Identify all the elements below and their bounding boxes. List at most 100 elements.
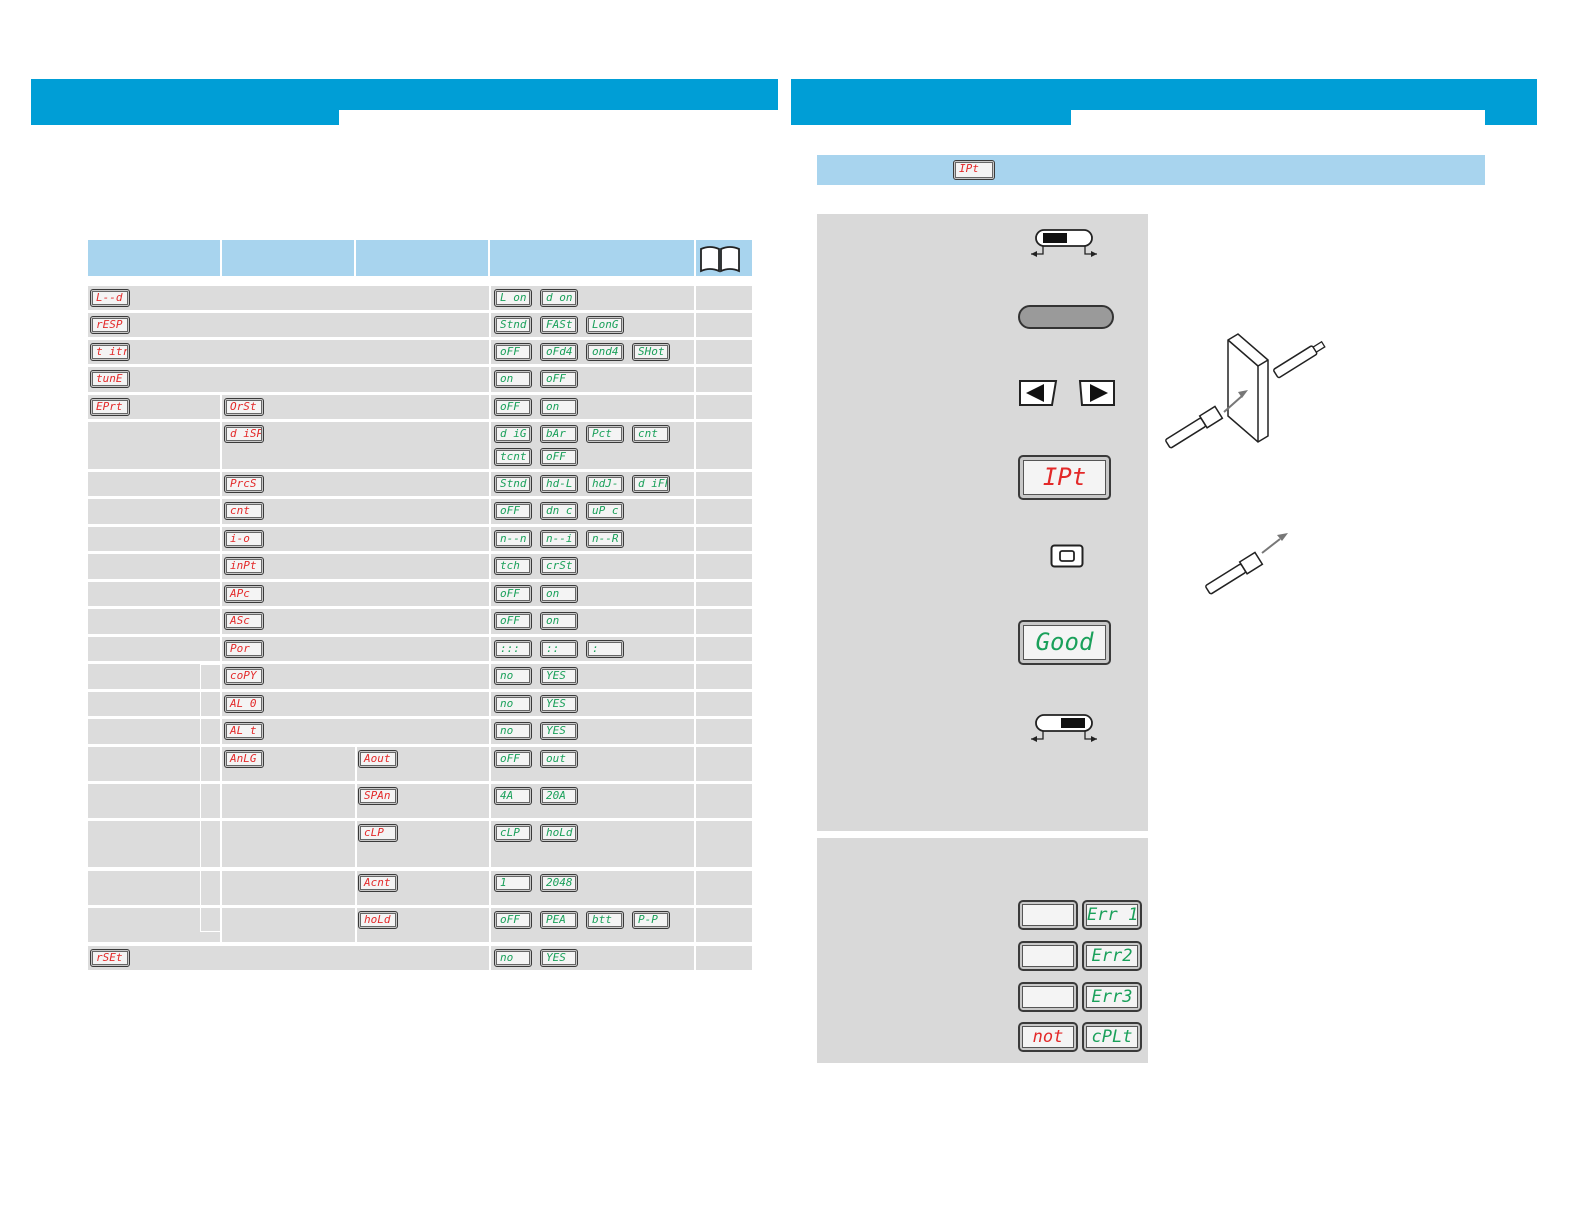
error-display-right-1: Err2	[1082, 941, 1142, 971]
menu-option-10-1-text: on	[542, 587, 576, 601]
menu-option-0-0: L on	[494, 289, 532, 307]
table-header-col-4	[490, 240, 694, 276]
table-header-col-1	[88, 240, 220, 276]
menu-code-2-text: t itr	[92, 345, 128, 359]
menu-sub2-20-text: hoLd	[360, 913, 396, 927]
menu-option-6-2-text: hdJ-	[588, 477, 622, 491]
status-pill-icon	[1018, 305, 1114, 329]
group-bracket	[200, 664, 201, 932]
menu-option-14-1-text: YES	[542, 697, 576, 711]
table-row	[88, 554, 752, 579]
menu-option-8-0: n--n	[494, 530, 532, 548]
menu-option-7-1-text: dn c	[542, 504, 576, 518]
column-divider	[355, 747, 357, 945]
menu-option-12-2-text: :	[588, 642, 622, 656]
menu-option-9-0: tch	[494, 557, 532, 575]
menu-option-2-1-text: oFd4	[542, 345, 576, 359]
menu-sub-15: AL t	[224, 722, 264, 740]
display-ipt-text: IPt	[1023, 460, 1106, 495]
menu-option-20-1-text: PEA	[542, 913, 576, 927]
menu-option-17-0: 4A	[494, 787, 532, 805]
menu-option-18-0-text: cLP	[496, 826, 530, 840]
menu-option-6-2: hdJ-	[586, 475, 624, 493]
menu-option-9-1: crSt	[540, 557, 578, 575]
menu-option-12-0: :::	[494, 640, 532, 658]
error-display-left-1-text	[1022, 945, 1074, 967]
menu-sub2-16: Aout	[358, 750, 398, 768]
section-title-tag: IPt	[953, 160, 995, 180]
section-title-tag-text: IPt	[955, 162, 993, 178]
menu-option-8-2-text: n--R	[588, 532, 622, 546]
menu-option-2-3: SHot	[632, 343, 670, 361]
menu-option-17-1: 20A	[540, 787, 578, 805]
menu-code-0: L--d	[90, 289, 130, 307]
menu-option-10-0-text: oFF	[496, 587, 530, 601]
menu-option-16-0: oFF	[494, 750, 532, 768]
menu-option-10-1: on	[540, 585, 578, 603]
menu-option-6-3-text: d iFF	[634, 477, 668, 491]
menu-option-8-1-text: n--i	[542, 532, 576, 546]
menu-option-4-1: on	[540, 398, 578, 416]
menu-option-6-0: Stnd	[494, 475, 532, 493]
sensor-target-illustration	[1165, 333, 1326, 449]
table-row	[88, 692, 752, 716]
menu-option-12-2: :	[586, 640, 624, 658]
menu-sub-7: cnt	[224, 502, 264, 520]
menu-sub-8-text: i-o	[226, 532, 262, 546]
column-divider	[694, 286, 696, 972]
table-row	[88, 719, 752, 744]
set-button-icon	[1050, 544, 1084, 568]
menu-option-21-1-text: YES	[542, 951, 576, 965]
menu-sub-15-text: AL t	[226, 724, 262, 738]
menu-option-15-1: YES	[540, 722, 578, 740]
table-row	[88, 821, 752, 867]
menu-sub2-16-text: Aout	[360, 752, 396, 766]
menu-option-3-0-text: on	[496, 372, 530, 386]
menu-sub-14-text: AL 0	[226, 697, 262, 711]
menu-option-6-1: hd-L	[540, 475, 578, 493]
menu-code-0-text: L--d	[92, 291, 128, 305]
table-row	[88, 784, 752, 818]
menu-option2-5-1: oFF	[540, 448, 578, 466]
book-icon	[700, 246, 740, 273]
menu-option2-5-1-text: oFF	[542, 450, 576, 464]
menu-option-18-1-text: hoLd	[542, 826, 576, 840]
menu-option-4-0-text: oFF	[496, 400, 530, 414]
menu-sub2-20: hoLd	[358, 911, 398, 929]
error-display-right-1-text: Err2	[1086, 945, 1138, 967]
menu-option-5-2-text: Pct	[588, 427, 622, 441]
menu-option-19-1-text: 2048	[542, 876, 576, 890]
menu-option-0-1: d on	[540, 289, 578, 307]
table-row	[88, 871, 752, 905]
table-row	[88, 747, 752, 781]
section-title-bar	[817, 155, 1485, 185]
menu-option-11-0-text: oFF	[496, 614, 530, 628]
menu-sub-11-text: ASc	[226, 614, 262, 628]
menu-sub-5-text: d iSP	[226, 427, 262, 441]
menu-option-13-1-text: YES	[542, 669, 576, 683]
menu-option-12-0-text: :::	[496, 642, 530, 656]
menu-option-1-2: LonG	[586, 316, 624, 334]
menu-option-13-1: YES	[540, 667, 578, 685]
menu-option-5-0-text: d iG	[496, 427, 530, 441]
menu-option-7-2: uP c	[586, 502, 624, 520]
table-row	[88, 527, 752, 551]
menu-option-9-0-text: tch	[496, 559, 530, 573]
menu-sub-16: AnLG	[224, 750, 264, 768]
group-bracket	[200, 931, 220, 932]
error-display-right-3: cPLt	[1082, 1022, 1142, 1052]
menu-option-17-0-text: 4A	[496, 789, 530, 803]
menu-option-12-1: ::	[540, 640, 578, 658]
menu-option-0-0-text: L on	[496, 291, 530, 305]
menu-option-14-0: no	[494, 695, 532, 713]
menu-code-1-text: rESP	[92, 318, 128, 332]
display-ipt: IPt	[1018, 455, 1111, 500]
menu-option-7-0: oFF	[494, 502, 532, 520]
menu-option-21-0-text: no	[496, 951, 530, 965]
column-divider	[220, 395, 222, 945]
menu-option-7-2-text: uP c	[588, 504, 622, 518]
menu-option-20-2: btt	[586, 911, 624, 929]
menu-option2-5-0-text: tcnt	[496, 450, 530, 464]
slide-switch-left-icon	[1031, 229, 1097, 257]
menu-sub2-19: Acnt	[358, 874, 398, 892]
